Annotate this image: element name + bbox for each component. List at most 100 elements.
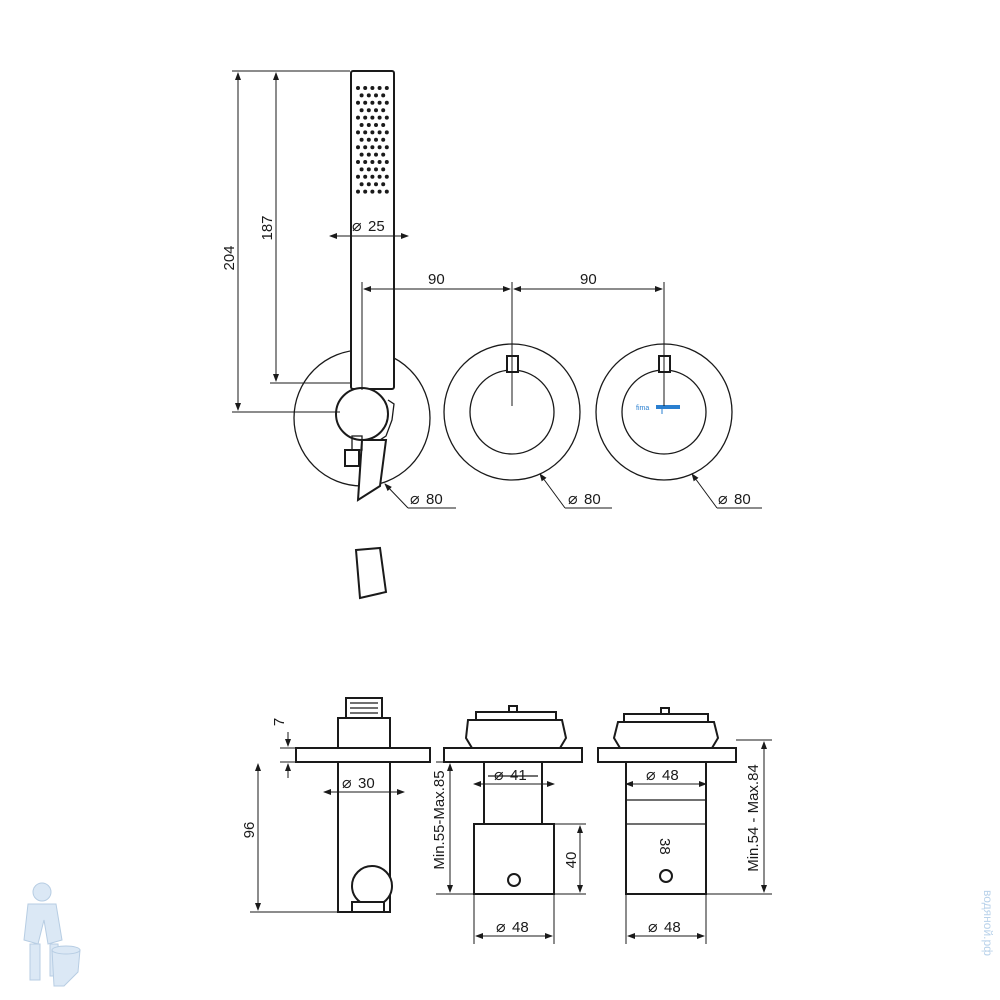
spray-nozzle-dot [370,100,375,105]
spray-nozzle-dot [363,189,368,194]
thermo-cap-top [623,713,709,723]
spray-nozzle-dot [366,182,371,187]
dim-label-d30: 30 [358,775,375,792]
dim-label-187: 187 [259,215,276,240]
spray-nozzle-dot [381,93,386,98]
dim-label-90-left: 90 [428,271,445,288]
dim-label-90-right: 90 [580,271,597,288]
bottom-view: 7 96 ⌀ 30 ⌀ 41 40 [241,697,772,944]
thermostat-brand-bar [656,405,680,409]
spray-nozzle-dot [370,189,375,194]
spray-nozzle-dot [381,137,386,142]
dim-label-7: 7 [271,718,288,726]
spray-nozzle-dot [356,189,360,194]
spray-nozzle-dot [377,100,382,105]
outlet-section: 7 96 ⌀ 30 [241,697,431,913]
spray-nozzle-dot [384,145,389,150]
spray-nozzle-dot [366,93,371,98]
site-watermark-text: водяной.рф [981,890,995,956]
dim-label-d48-mixer: 48 [512,919,529,936]
dim-label-96: 96 [241,822,258,839]
holder-stem [351,435,363,451]
spray-nozzle-dot [381,167,386,172]
spray-nozzle-dot [359,108,364,113]
outlet-knob [351,865,393,907]
spray-nozzle-dot [359,93,364,98]
spray-nozzle-dot [377,130,382,135]
dim-value-d25: 25 [368,218,385,235]
spray-nozzle-dot [359,167,364,172]
spray-nozzle-dot [374,93,378,98]
mixer-port [507,873,521,887]
spray-nozzle-dot [363,145,368,150]
dia-symbol-mid: ⌀ [568,489,578,508]
spray-nozzle-dot [381,123,386,127]
spray-nozzle-dot [374,167,378,172]
spray-nozzle-dot [366,108,371,113]
spray-nozzle-dot [381,152,386,157]
spray-nozzle-dot [356,145,360,150]
dim-label-40: 40 [563,852,580,869]
dim-label-d80-right: 80 [734,491,751,508]
spray-nozzle-dot [356,130,360,135]
plumber-mascot-watermark [23,882,81,987]
hose-connector [356,439,388,502]
spray-nozzle-dot [374,108,378,113]
spray-nozzle-dot [384,189,389,194]
spray-nozzle-dot [384,86,389,90]
spray-nozzle-dot [359,182,364,187]
mixer-spindle [483,761,543,825]
outlet-plate [295,747,431,763]
mixer-cap [464,719,568,749]
spray-nozzle-dot [384,160,389,164]
spray-nozzle-dot [366,152,371,157]
spray-nozzle-dot [370,86,375,90]
mixer-section: ⌀ 41 40 ⌀ 48 Min.55-Max.85 [431,705,586,944]
dim-label-d25: ⌀ [352,216,362,235]
spray-nozzle-dot [359,137,364,142]
top-view: fima 204 187 ⌀ 25 90 90 ⌀ 80 ⌀ 80 [221,70,762,600]
spray-nozzle-dot [384,100,389,105]
spray-nozzle-dot [356,174,360,179]
leader-d80-right [691,473,718,509]
thermo-scale-mark: 38 [656,838,673,855]
dia-symbol-d48-mixer: ⌀ [496,917,506,936]
thermostat-section: 38 ⌀ 48 ⌀ 48 Min.54 - Max.84 [597,707,772,944]
dim-label-d80-left: 80 [426,491,443,508]
leader-d80-left [384,483,409,509]
spray-nozzle-dot [377,174,382,179]
holder-bracket [379,399,395,441]
spray-nozzle-dot [370,160,375,164]
thermostat-brand-text: fima [636,405,649,412]
spray-nozzle-dot [366,137,371,142]
spray-nozzle-dot [366,167,371,172]
hose-nut [344,449,360,467]
spray-nozzle-dot [374,123,378,127]
dim-label-thermo-range: Min.54 - Max.84 [745,764,762,872]
dim-label-d80-mid: 80 [584,491,601,508]
dia-symbol-d30: ⌀ [342,773,352,792]
spray-dot-grid [356,86,389,194]
spray-nozzle-dot [363,100,368,105]
leader-d80-mid [539,473,566,509]
thermo-port [659,869,673,883]
dia-symbol-d48-thermo: ⌀ [648,917,658,936]
dim-label-d48-thermo: 48 [664,919,681,936]
spray-nozzle-dot [384,174,389,179]
dia-symbol-d41: ⌀ [494,765,504,784]
spray-nozzle-dot [377,160,382,164]
spray-nozzle-dot [374,137,378,142]
spray-nozzle-dot [381,182,386,187]
spray-nozzle-dot [363,86,368,90]
spray-nozzle-dot [356,160,360,164]
spray-nozzle-dot [377,189,382,194]
spray-nozzle-dot [377,145,382,150]
spray-nozzle-dot [370,130,375,135]
dim-label-d48-thermo-top: 48 [662,767,679,784]
spray-nozzle-dot [359,152,364,157]
dim-label-mixer-range: Min.55-Max.85 [431,770,448,869]
thermo-cap [612,721,720,749]
spray-nozzle-dot [359,123,364,127]
dim-label-204: 204 [221,245,238,270]
